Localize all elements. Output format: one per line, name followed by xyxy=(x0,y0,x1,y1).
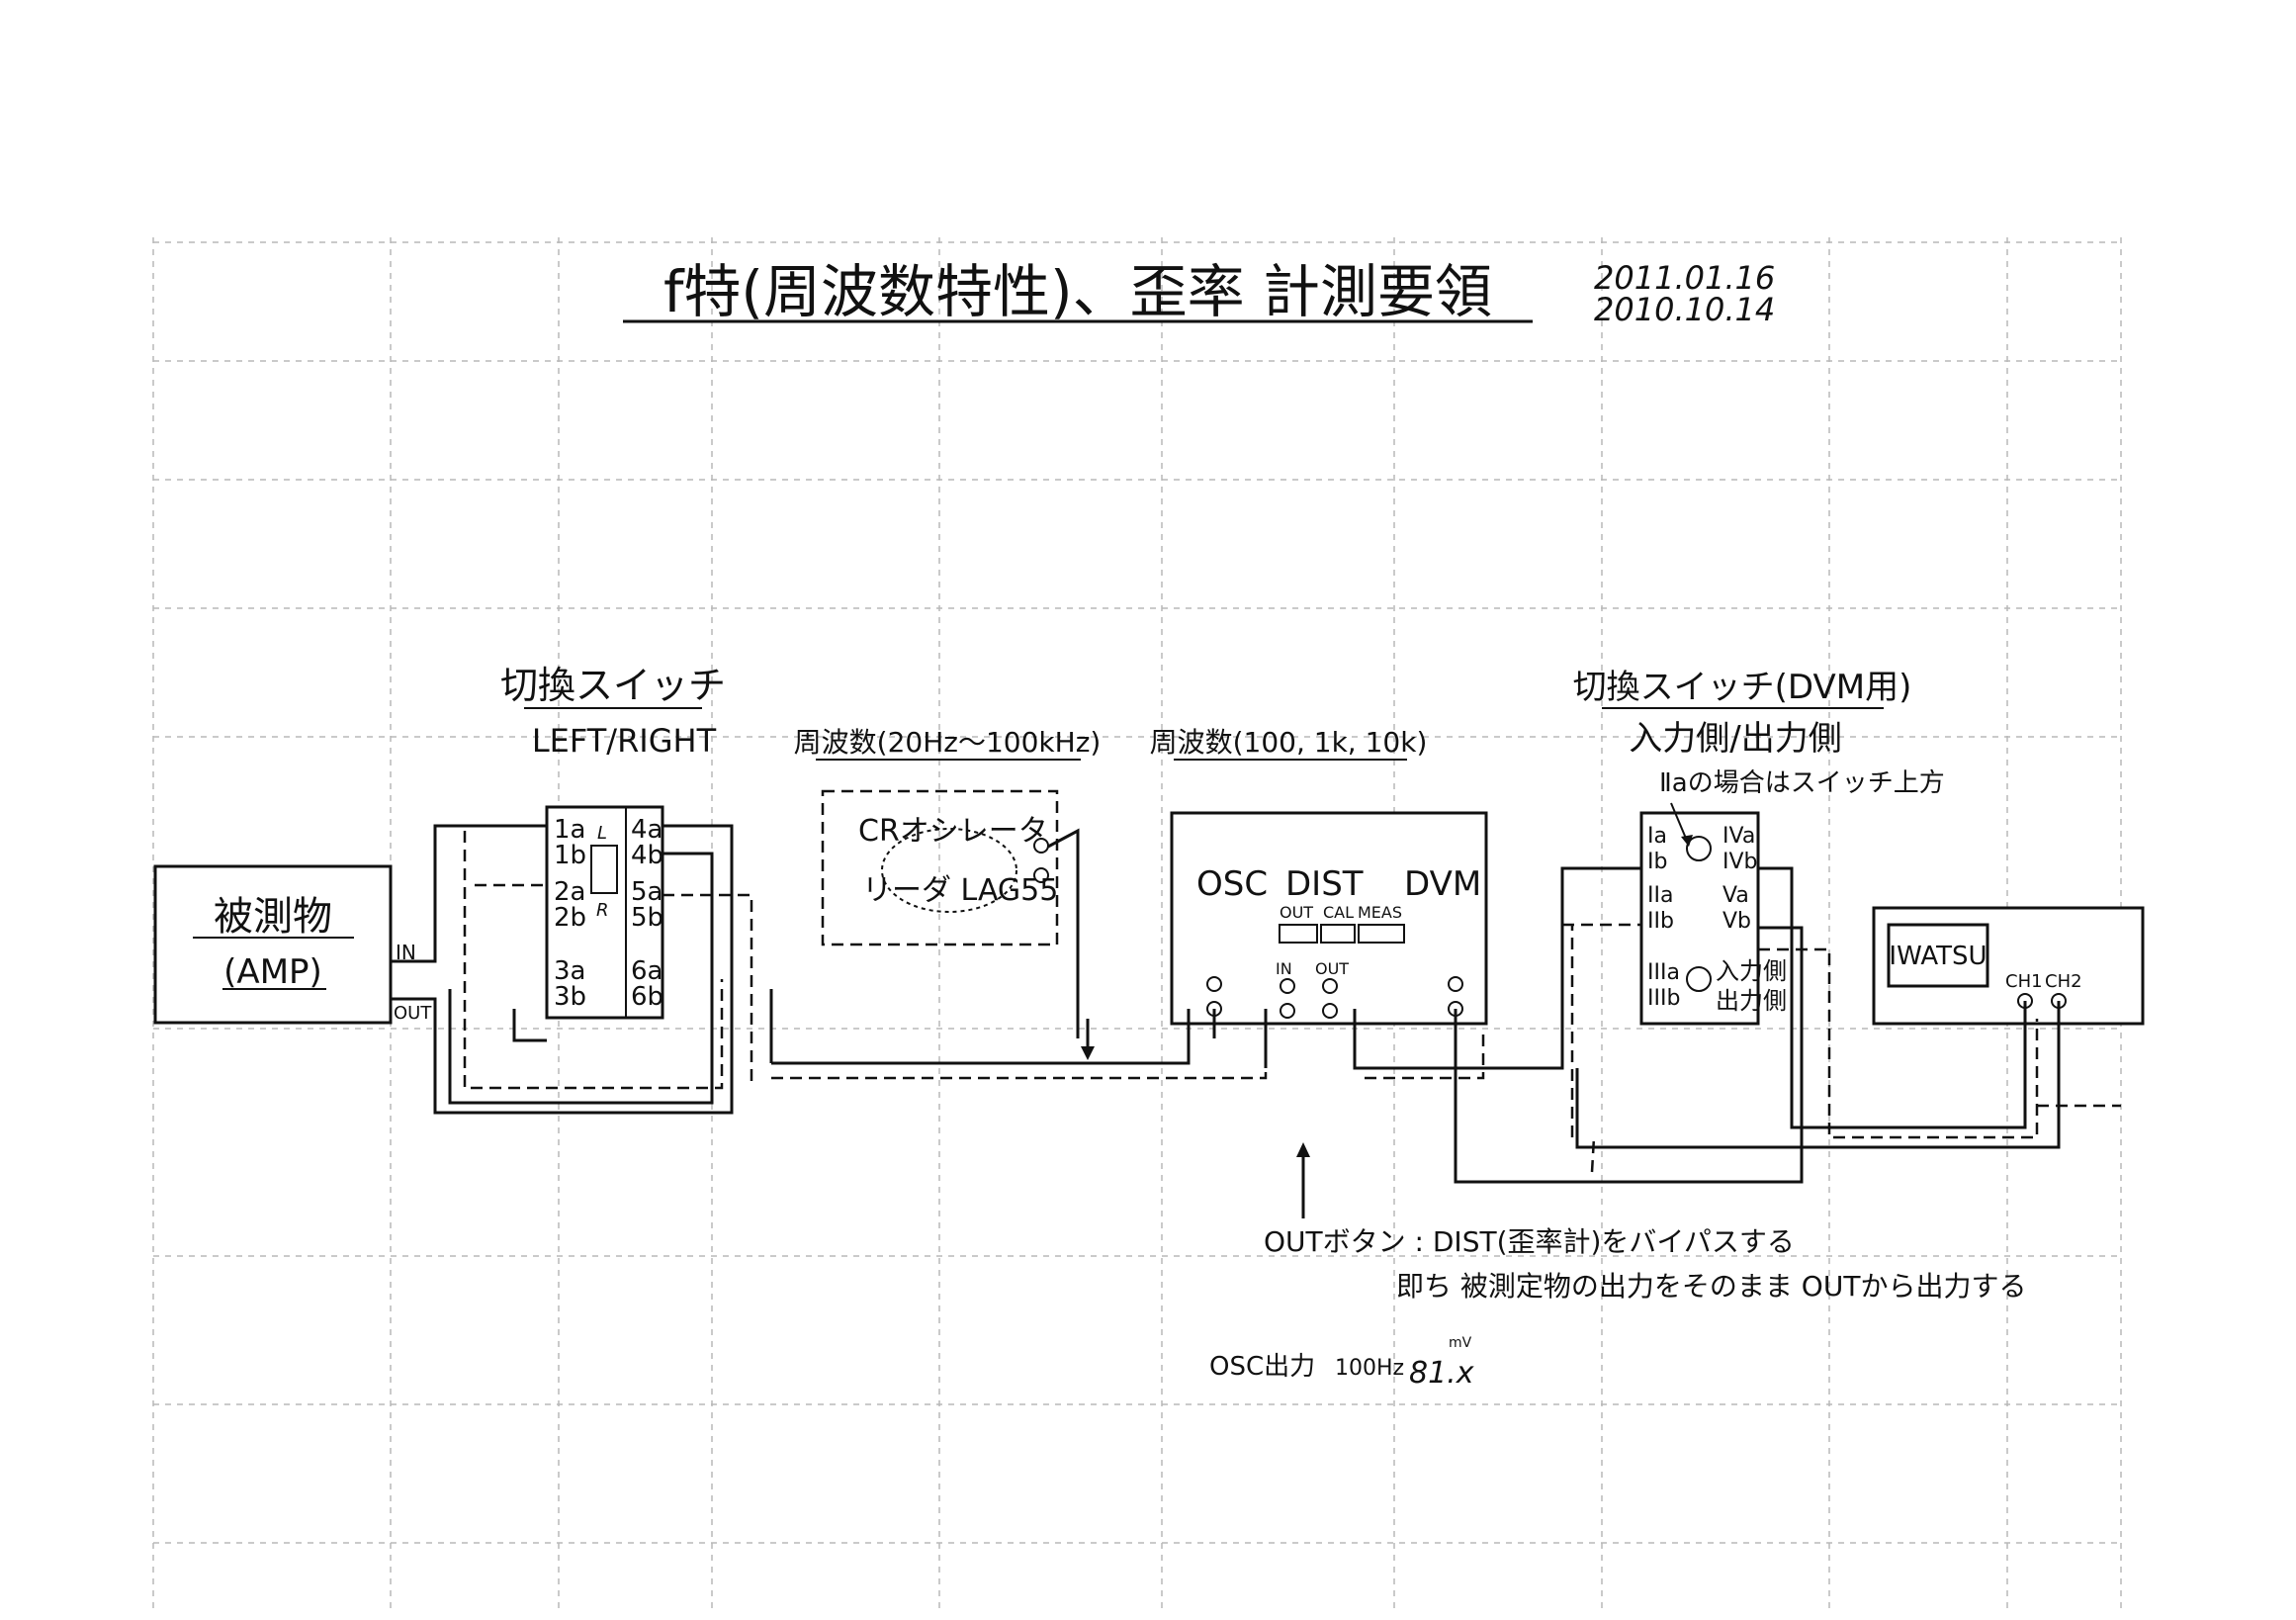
terminal-label: Ib xyxy=(1647,850,1667,874)
oscilloscope-block: IWATSU CH1 CH2 xyxy=(1872,906,2145,1026)
oscillator-block: 周波数(20Hz～100kHz) CRオシレータ リーダ LAG55 xyxy=(794,726,1102,946)
note-bypass-explanation: 即ち 被測定物の出力をそのまま OUTから出力する xyxy=(1396,1270,2026,1303)
meter-button-out[interactable] xyxy=(1279,924,1318,944)
scope-ch1-label: CH1 xyxy=(2005,971,2043,992)
meter-in-jack-2 xyxy=(1280,1003,1295,1019)
terminal-label: 5b xyxy=(631,903,663,933)
switch-dvm-subheading: 入力側/出力側 xyxy=(1629,719,1841,759)
terminal-label: 2a xyxy=(554,877,585,907)
dut-type: (AMP) xyxy=(223,952,322,992)
switch-dvm-note: Ⅱaの場合はスイッチ上方 xyxy=(1659,768,1945,798)
terminal-label: Ia xyxy=(1647,824,1667,849)
terminal-label: IIIa xyxy=(1647,960,1680,985)
terminal-label: IIIb xyxy=(1647,986,1680,1011)
meter-osc-jack-1 xyxy=(1206,976,1222,992)
meter-button-meas[interactable] xyxy=(1358,924,1405,944)
date-1: 2011.01.16 xyxy=(1594,259,1775,297)
osc-output-unit: mV xyxy=(1449,1335,1472,1351)
terminal-label: 1a xyxy=(554,815,585,845)
osc-output-label: OSC出力 xyxy=(1209,1352,1315,1382)
terminal-label: IIb xyxy=(1647,909,1674,934)
arrows xyxy=(1081,802,1693,1218)
terminal-label: 4b xyxy=(631,841,663,870)
terminal-label: IVb xyxy=(1722,850,1758,874)
switch-lr-r-label: R xyxy=(596,900,609,921)
terminal-label: 3b xyxy=(554,982,586,1012)
meter-jack-in-label: IN xyxy=(1276,959,1292,978)
dut-out-label: OUT xyxy=(394,1003,432,1024)
switch-lr-l-label: L xyxy=(597,823,607,844)
meter-section-dvm: DVM xyxy=(1404,864,1481,904)
osc-output-terminal-2 xyxy=(1033,867,1049,883)
date-2: 2010.10.14 xyxy=(1594,291,1775,328)
meter-in-jack-1 xyxy=(1280,978,1295,994)
switch-dvm-io-in: 入力側 xyxy=(1716,957,1787,985)
wiring-dashed xyxy=(463,831,2121,1173)
dut-block: 被測物 (AMP) IN OUT xyxy=(153,864,432,1025)
switch-lr-heading: 切換スイッチ xyxy=(500,664,726,707)
toggle-switch-upper-icon[interactable] xyxy=(1686,836,1712,861)
terminal-label: Vb xyxy=(1722,909,1751,934)
graph-paper-grid xyxy=(152,237,2122,1612)
meter-section-dist: DIST xyxy=(1285,864,1364,904)
switch-lr-subheading: LEFT/RIGHT xyxy=(532,722,717,760)
osc-maker: リーダ LAG55 xyxy=(862,873,1058,908)
meter-dvm-jack-1 xyxy=(1448,976,1463,992)
osc-heading: 周波数(20Hz～100kHz) xyxy=(794,726,1102,759)
terminal-label: 2b xyxy=(554,903,586,933)
meter-jack-out-label: OUT xyxy=(1315,959,1349,978)
terminal-label: 6b xyxy=(631,982,663,1012)
switch-dvm-heading: 切換スイッチ(DVM用) xyxy=(1573,668,1912,707)
scope-ch2-label: CH2 xyxy=(2045,971,2082,992)
meter-section-osc: OSC xyxy=(1196,864,1268,904)
terminal-label: IIa xyxy=(1647,883,1673,908)
dut-in-label: IN xyxy=(396,941,416,964)
meter-out-jack-2 xyxy=(1322,1003,1338,1019)
switch-dvm-io-out: 出力側 xyxy=(1716,987,1787,1015)
terminal-label: IVa xyxy=(1722,824,1755,849)
dut-label: 被測物 xyxy=(214,894,332,940)
meter-button-meas-label: MEAS xyxy=(1358,903,1402,922)
scope-brand: IWATSU xyxy=(1889,942,1987,971)
terminal-label: 6a xyxy=(631,956,662,986)
meter-button-out-label: OUT xyxy=(1280,903,1313,922)
terminal-label: 4a xyxy=(631,815,662,845)
osc-output-value: 81.x xyxy=(1409,1356,1474,1391)
switch-dvm-block: 切換スイッチ(DVM用) 入力側/出力側 Ⅱaの場合はスイッチ上方 入力側 出力… xyxy=(1573,668,1945,1026)
meter-button-cal[interactable] xyxy=(1320,924,1356,944)
meter-heading: 周波数(100, 1k, 10k) xyxy=(1150,726,1428,759)
terminal-label: 1b xyxy=(554,841,586,870)
wiring-solid xyxy=(391,824,2061,1184)
page-title: f特(周波数特性)、歪率 計測要領 xyxy=(663,258,1492,325)
toggle-switch-lower-icon[interactable] xyxy=(1686,966,1712,992)
osc-output-frequency: 100Hz xyxy=(1335,1356,1404,1381)
meter-button-cal-label: CAL xyxy=(1323,903,1354,922)
note-out-button: OUTボタン : DIST(歪率計)をバイパスする xyxy=(1264,1225,1795,1258)
meter-out-jack-1 xyxy=(1322,978,1338,994)
terminal-label: Va xyxy=(1722,883,1749,908)
osc-model: CRオシレータ xyxy=(858,814,1048,849)
distortion-meter-block: 周波数(100, 1k, 10k) OSC DIST DVM OUT CAL M… xyxy=(1150,726,1488,1026)
osc-output-note: OSC出力 100Hz 81.x mV xyxy=(1209,1335,1474,1391)
terminal-label: 3a xyxy=(554,956,585,986)
terminal-label: 5a xyxy=(631,877,662,907)
